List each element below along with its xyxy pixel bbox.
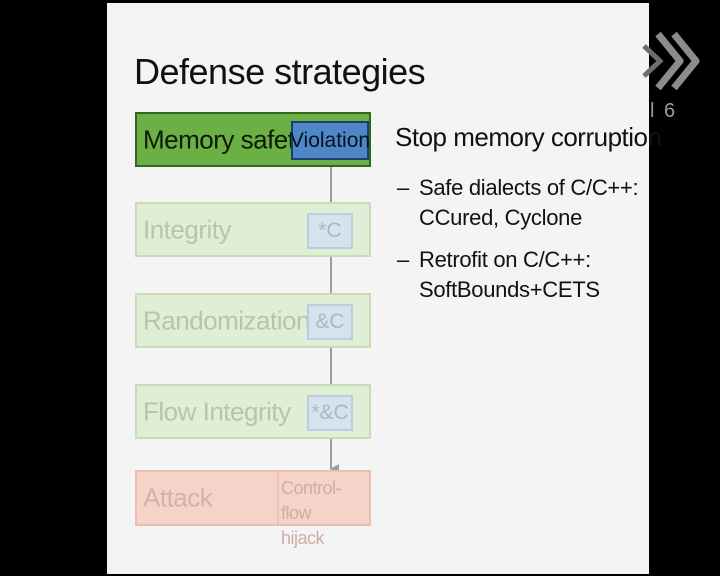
flow-integrity-box: Flow Integrity *&C [135,384,371,439]
bullet-item: – Retrofit on C/C++: SoftBounds+CETS [397,245,638,305]
x-logo-icon [642,31,700,91]
bullet-line-2: SoftBounds+CETS [419,277,600,302]
logo-text: l 6 [650,100,678,122]
slide: Defense strategies Memory safety Violati… [107,3,662,574]
flow-integrity-tag: *&C [307,395,353,431]
randomization-tag: &C [307,304,353,340]
violation-tag: Violation [290,121,370,160]
randomization-box: Randomization &C [135,293,371,348]
hijack-line-1: Control-flow [281,478,342,523]
integrity-label: Integrity [143,214,232,244]
bullet-line-2: CCured, Cyclone [419,205,583,230]
bullet-line-1: Retrofit on C/C++: [419,247,591,272]
hijack-line-2: hijack [281,528,325,548]
attack-box: Attack Control-flow hijack [135,470,371,548]
integrity-tag: *C [307,213,353,249]
section-heading: Stop memory corruption [395,122,662,152]
bullet-dash: – [397,175,409,200]
memory-safety-label: Memory safety [143,124,308,154]
bullet-list: – Safe dialects of C/C++: CCured, Cyclon… [397,173,639,317]
randomization-label: Randomization [143,305,310,335]
control-flow-hijack-tag: Control-flow hijack [277,472,369,548]
bullet-dash: – [397,247,409,272]
memory-safety-box: Memory safety Violation [135,112,371,167]
attack-label: Attack [143,482,213,513]
integrity-box: Integrity *C [135,202,371,257]
bullet-item: – Safe dialects of C/C++: CCured, Cyclon… [397,173,639,233]
bullet-line-1: Safe dialects of C/C++: [419,175,639,200]
flow-integrity-label: Flow Integrity [143,396,291,426]
slide-title: Defense strategies [134,51,426,92]
